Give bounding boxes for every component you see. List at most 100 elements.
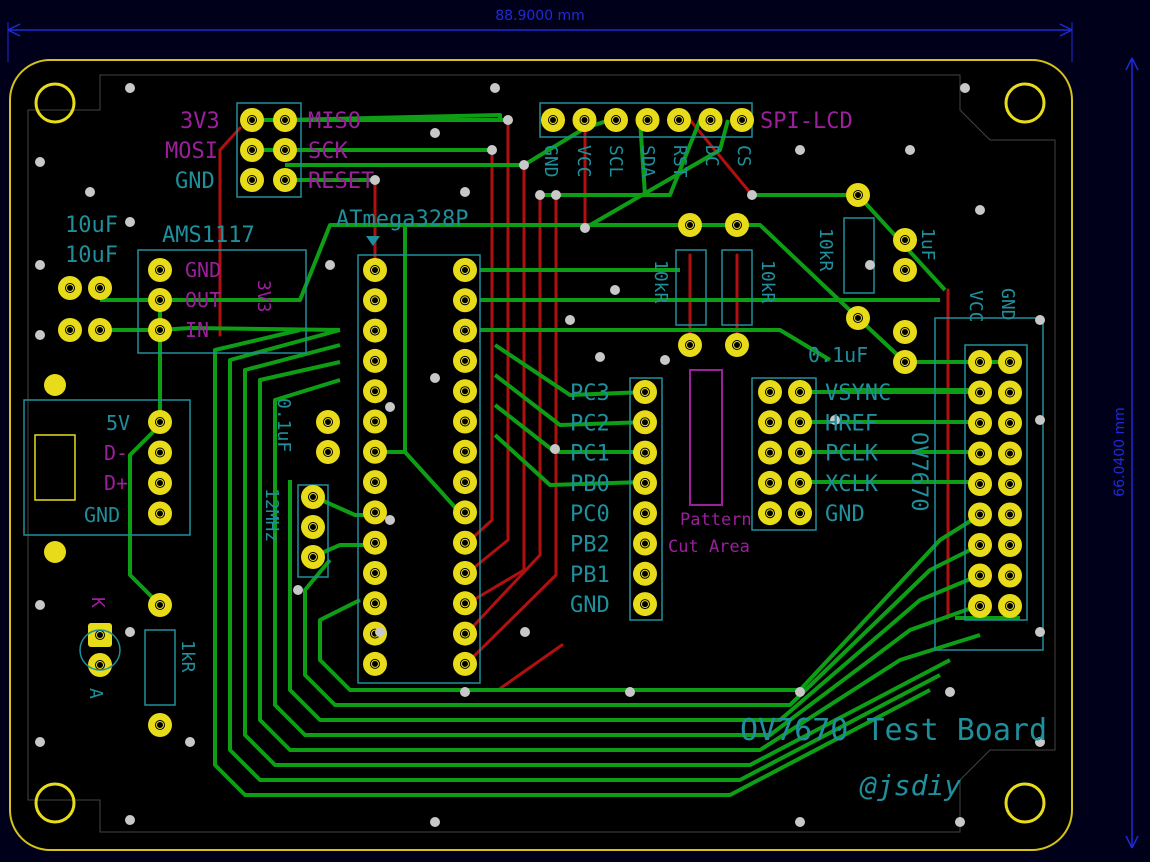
r2-label: 10kR [757, 260, 778, 304]
via [1035, 737, 1045, 747]
lcd-sda-label: SDA [637, 145, 658, 178]
pad [363, 288, 387, 313]
pad [453, 561, 477, 585]
mounting-hole [34, 82, 76, 124]
pad [240, 168, 264, 192]
pad [788, 501, 812, 526]
pad [453, 379, 477, 404]
pad [148, 593, 172, 617]
pad [363, 591, 387, 616]
pad [893, 320, 917, 344]
via [625, 687, 635, 697]
pad [148, 501, 172, 526]
via [325, 260, 335, 270]
pad [316, 410, 340, 434]
pad [604, 108, 628, 132]
pad [453, 409, 477, 434]
cap1-label: 10uF [65, 213, 118, 238]
via [185, 737, 195, 747]
via [460, 187, 470, 197]
usb-dp-label: D+ [104, 471, 128, 495]
pad [846, 306, 870, 330]
pad [788, 440, 812, 465]
pad [363, 379, 387, 404]
cut-area-label: Cut Area [668, 537, 750, 557]
mounting-hole [1004, 82, 1046, 124]
via [535, 190, 545, 200]
lcd-scl-label: SCL [605, 145, 626, 178]
via [955, 817, 965, 827]
via [375, 627, 385, 637]
via [520, 627, 530, 637]
via [85, 187, 95, 197]
pad [363, 318, 387, 343]
via [490, 83, 500, 93]
via [795, 687, 805, 697]
mcu-label: ATmega328P [336, 207, 468, 232]
pad [968, 563, 992, 588]
pad [998, 441, 1022, 466]
pad [148, 440, 172, 465]
via [519, 160, 529, 170]
via [1035, 315, 1045, 325]
pad [363, 651, 387, 676]
via [125, 83, 135, 93]
r3-label: 10kR [815, 228, 836, 272]
pin-label-right: HREF [825, 411, 878, 436]
pad [968, 594, 992, 618]
pad [273, 108, 297, 132]
cam-gnd-label: GND [997, 288, 1018, 321]
via [830, 415, 840, 425]
pad [148, 258, 172, 282]
pad [633, 592, 657, 617]
pad [633, 440, 657, 465]
via [370, 175, 380, 185]
pad [998, 380, 1022, 405]
via [430, 373, 440, 383]
usb-shield-pad [44, 374, 66, 396]
pad [148, 318, 172, 342]
pad [363, 409, 387, 434]
pad [453, 348, 477, 373]
pad [453, 439, 477, 464]
pad [453, 318, 477, 343]
via [905, 145, 915, 155]
r-led-label: 1kR [177, 640, 198, 673]
pad [453, 470, 477, 495]
pad [633, 410, 657, 435]
pad [788, 410, 812, 435]
pin-label-right: GND [825, 502, 865, 527]
pad [998, 472, 1022, 496]
pad [667, 108, 691, 132]
pad [788, 470, 812, 495]
pad [633, 380, 657, 404]
pad [758, 410, 782, 435]
via [487, 145, 497, 155]
via [125, 815, 135, 825]
via [565, 315, 575, 325]
spi-lcd-label: SPI-LCD [760, 109, 853, 134]
pad [968, 441, 992, 466]
pad [453, 530, 477, 555]
pad [453, 258, 477, 282]
pad [363, 439, 387, 464]
pad [148, 713, 172, 737]
via [430, 128, 440, 138]
led-a-label: A [85, 688, 106, 699]
mounting-holes [34, 82, 1046, 824]
isp-mosi-label: MOSI [165, 139, 218, 164]
mounting-hole [1004, 782, 1046, 824]
usb-gnd-label: GND [84, 503, 120, 527]
pin-label-left: PC3 [570, 381, 610, 406]
crystal-label: 12MHz [261, 488, 282, 542]
pad [301, 515, 325, 539]
via [35, 260, 45, 270]
cap-1uf-label: 1uF [917, 228, 938, 261]
isp-gnd-label: GND [175, 169, 215, 194]
pad [758, 501, 782, 526]
pad [453, 651, 477, 676]
silkscreen-outlines [23, 102, 1044, 706]
via [35, 737, 45, 747]
